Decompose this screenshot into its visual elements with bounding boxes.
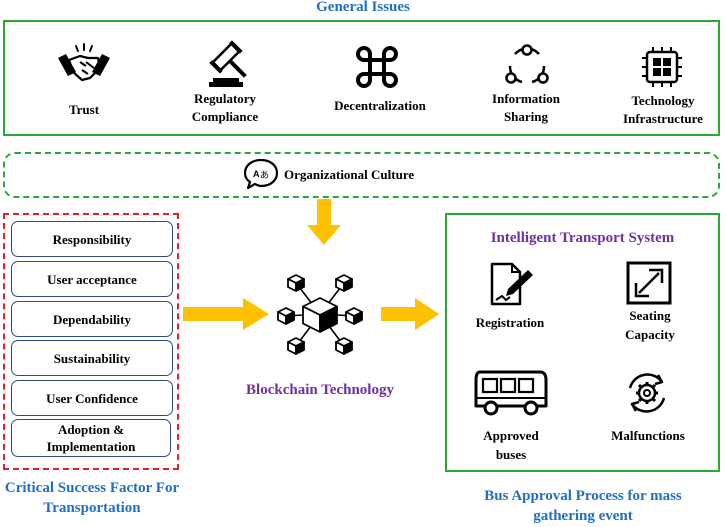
issue-label-decentralization: Decentralization [334,98,426,113]
general-issues-title: General Issues [316,0,410,15]
csf-item-user-acceptance: User acceptance [11,261,173,297]
block-cube [277,307,295,325]
block-cube [287,337,305,355]
its-label-approved-buses: Approved buses [483,428,539,462]
blockchain-cubes-icon [274,268,366,360]
cycle-icon [504,44,550,90]
its-caption: Bus Approval Process for mass gathering … [484,488,682,524]
organizational-culture-label: Organizational Culture [284,167,415,182]
csf-caption: Critical Success Factor For Transportati… [4,480,180,516]
svg-text:あ: あ [260,170,269,181]
down-arrow [306,199,342,245]
csf-item-adoption-implementation: Adoption & Implementation [11,419,171,457]
svg-text:A: A [253,169,260,179]
organizational-culture-box [3,152,720,198]
resize-icon [626,261,672,305]
its-box [445,213,720,472]
general-issues-box [3,20,720,136]
handshake-icon [56,42,112,86]
issue-label-trust: Trust [68,102,100,117]
issue-label-technology-infrastructure: Technology Infrastructure [623,93,703,126]
arrow-csf-to-blockchain [183,298,269,330]
block-cube [345,307,363,325]
its-label-malfunctions: Malfunctions [611,428,685,443]
chip-icon [641,46,683,88]
its-label-registration: Registration [475,315,545,330]
gavel-icon [205,40,253,88]
gear-cycle-icon [624,370,670,416]
its-title: Intelligent Transport System [490,230,675,246]
csf-item-responsibility: Responsibility [11,221,173,257]
block-cube [287,274,305,292]
csf-item-dependability: Dependability [11,301,173,337]
block-cube [335,274,353,292]
issue-label-regulatory-compliance: Regulatory Compliance [191,91,259,124]
block-cube-center [302,297,338,333]
its-label-seating-capacity: Seating Capacity [625,308,675,342]
critical-success-factors-box [3,213,179,470]
issue-label-information-sharing: Information Sharing [492,91,560,124]
block-cube [335,337,353,355]
registration-icon [488,262,536,308]
command-icon [354,44,400,90]
arrow-blockchain-to-its [381,298,439,330]
bus-icon [474,368,548,418]
translate-bubble-icon: A あ [243,158,279,190]
csf-item-user-confidence: User Confidence [11,380,173,416]
csf-item-sustainability: Sustainability [11,340,173,376]
blockchain-label: Blockchain Technology [246,382,394,398]
